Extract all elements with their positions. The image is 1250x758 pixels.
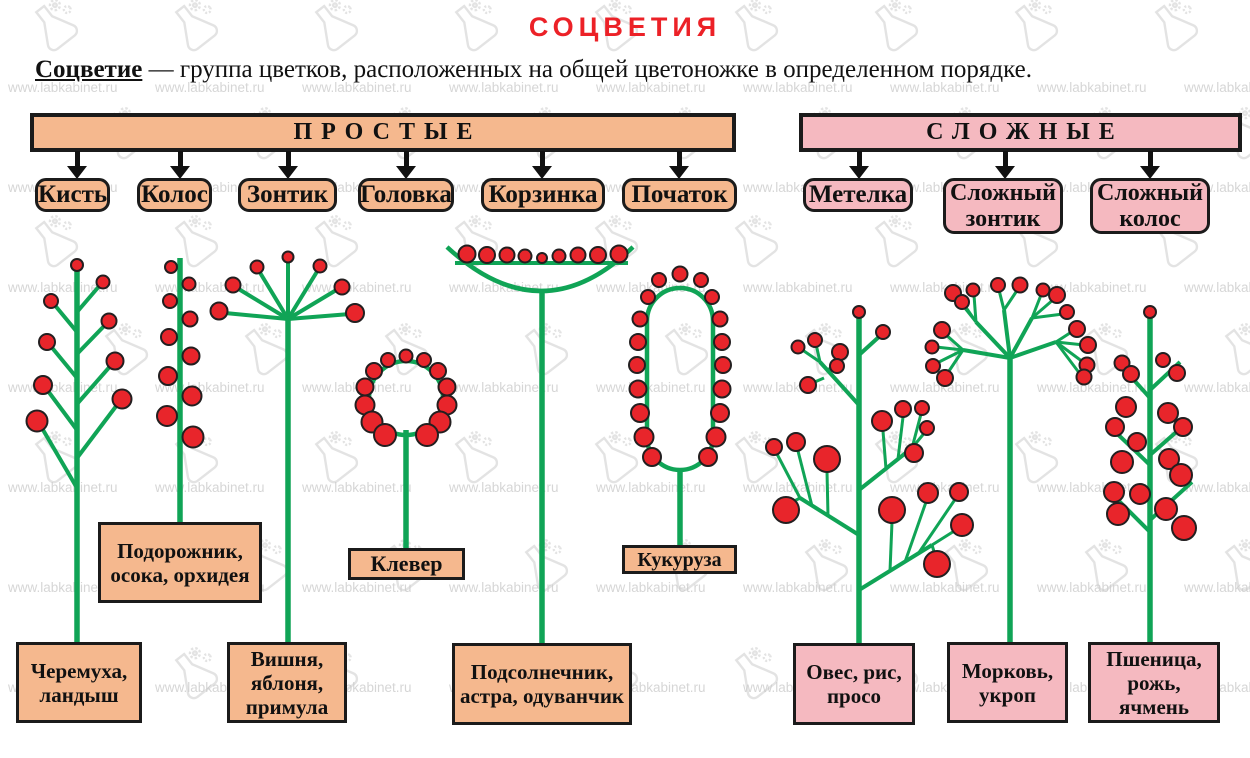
example-box-slozhny-kolos: Пшеница, рожь, ячмень [1088, 642, 1220, 723]
svg-text:www.labkabinet.ru: www.labkabinet.ru [448, 380, 559, 395]
svg-text:www.labkabinet.ru: www.labkabinet.ru [7, 480, 118, 495]
type-box-golovka: Головка [358, 178, 454, 212]
type-box-slozhny-kolos: Сложный колос [1090, 178, 1210, 234]
type-box-slozhny-zontik: Сложный зонтик [943, 178, 1063, 234]
diagram-pochatok-spadix [628, 265, 732, 548]
diagram-kist-raceme [25, 258, 133, 642]
type-box-pochatok: Початок [622, 178, 737, 212]
diagram-slozhny-kolos-compound-spike [1103, 305, 1197, 643]
type-box-korzinka: Корзинка [481, 178, 605, 212]
svg-text:www.labkabinet.ru: www.labkabinet.ru [1036, 80, 1147, 95]
svg-text:www.labkabinet.ru: www.labkabinet.ru [1183, 380, 1250, 395]
svg-text:www.labkabinet.ru: www.labkabinet.ru [1036, 380, 1147, 395]
example-box-korzinka: Подсолнечник, астра, одуванчик [452, 643, 632, 725]
svg-text:www.labkabinet.ru: www.labkabinet.ru [889, 80, 1000, 95]
arrow-to-metelka [849, 151, 869, 179]
svg-text:www.labkabinet.ru: www.labkabinet.ru [301, 580, 412, 595]
example-box-metelka: Овес, рис, просо [793, 643, 915, 725]
type-box-kolos: Колос [137, 178, 212, 212]
svg-text:www.labkabinet.ru: www.labkabinet.ru [448, 80, 559, 95]
svg-text:www.labkabinet.ru: www.labkabinet.ru [1036, 580, 1147, 595]
diagram-korzinka-capitulum [445, 244, 635, 643]
example-box-pochatok: Кукуруза [622, 545, 737, 574]
example-box-zontik: Вишня, яблоня, примула [227, 642, 347, 723]
diagram-metelka-panicle [765, 305, 974, 643]
svg-text:www.labkabinet.ru: www.labkabinet.ru [595, 580, 706, 595]
svg-text:www.labkabinet.ru: www.labkabinet.ru [595, 80, 706, 95]
arrow-to-pochatok [669, 151, 689, 179]
definition-body: — группа цветков, расположенных на общей… [148, 56, 1033, 83]
svg-text:www.labkabinet.ru: www.labkabinet.ru [7, 280, 118, 295]
arrow-to-korzinka [532, 151, 552, 179]
arrow-to-kist [67, 151, 87, 179]
svg-text:www.labkabinet.ru: www.labkabinet.ru [742, 80, 853, 95]
svg-text:www.labkabinet.ru: www.labkabinet.ru [1183, 280, 1250, 295]
type-box-metelka: Метелка [803, 178, 913, 212]
svg-text:www.labkabinet.ru: www.labkabinet.ru [889, 380, 1000, 395]
arrow-to-slozhny-zontik [995, 151, 1015, 179]
svg-text:www.labkabinet.ru: www.labkabinet.ru [742, 280, 853, 295]
svg-text:www.labkabinet.ru: www.labkabinet.ru [595, 280, 706, 295]
svg-text:www.labkabinet.ru: www.labkabinet.ru [595, 380, 706, 395]
svg-text:www.labkabinet.ru: www.labkabinet.ru [1183, 80, 1250, 95]
svg-text:www.labkabinet.ru: www.labkabinet.ru [742, 580, 853, 595]
svg-text:www.labkabinet.ru: www.labkabinet.ru [448, 480, 559, 495]
svg-text:www.labkabinet.ru: www.labkabinet.ru [742, 380, 853, 395]
svg-text:www.labkabinet.ru: www.labkabinet.ru [1183, 580, 1250, 595]
example-box-slozhny-zontik: Морковь, укроп [947, 642, 1068, 723]
svg-text:www.labkabinet.ru: www.labkabinet.ru [301, 480, 412, 495]
example-box-kist: Черемуха, ландыш [16, 642, 142, 723]
diagram-slozhny-zontik-compound-umbel [924, 276, 1097, 643]
page-title: СОЦВЕТИЯ [528, 12, 722, 42]
diagram-zontik-umbel [209, 250, 365, 642]
group-header-simple: ПРОСТЫЕ [30, 113, 736, 152]
arrow-to-golovka [396, 151, 416, 179]
type-box-kist: Кисть [35, 178, 110, 212]
definition-text: Соцветие — группа цветков, расположенных… [35, 56, 1032, 84]
group-header-complex: СЛОЖНЫЕ [799, 113, 1242, 152]
svg-text:www.labkabinet.ru: www.labkabinet.ru [1183, 480, 1250, 495]
svg-text:www.labkabinet.ru: www.labkabinet.ru [889, 580, 1000, 595]
example-box-golovka: Клевер [348, 548, 465, 580]
svg-text:www.labkabinet.ru: www.labkabinet.ru [448, 580, 559, 595]
svg-text:www.labkabinet.ru: www.labkabinet.ru [7, 80, 118, 95]
definition-term: Соцветие [35, 56, 143, 83]
svg-text:www.labkabinet.ru: www.labkabinet.ru [154, 80, 265, 95]
arrow-to-zontik [278, 151, 298, 179]
arrow-to-kolos [170, 151, 190, 179]
svg-text:www.labkabinet.ru: www.labkabinet.ru [301, 80, 412, 95]
svg-text:www.labkabinet.ru: www.labkabinet.ru [7, 580, 118, 595]
svg-text:www.labkabinet.ru: www.labkabinet.ru [742, 480, 853, 495]
svg-text:www.labkabinet.ru: www.labkabinet.ru [301, 280, 412, 295]
type-box-zontik: Зонтик [238, 178, 337, 212]
example-box-kolos: Подорожник, осока, орхидея [98, 522, 262, 603]
svg-text:www.labkabinet.ru: www.labkabinet.ru [889, 480, 1000, 495]
diagram-golovka-head [354, 348, 458, 552]
arrow-to-slozhny-kolos [1140, 151, 1160, 179]
diagram-kolos-spike [156, 258, 205, 528]
